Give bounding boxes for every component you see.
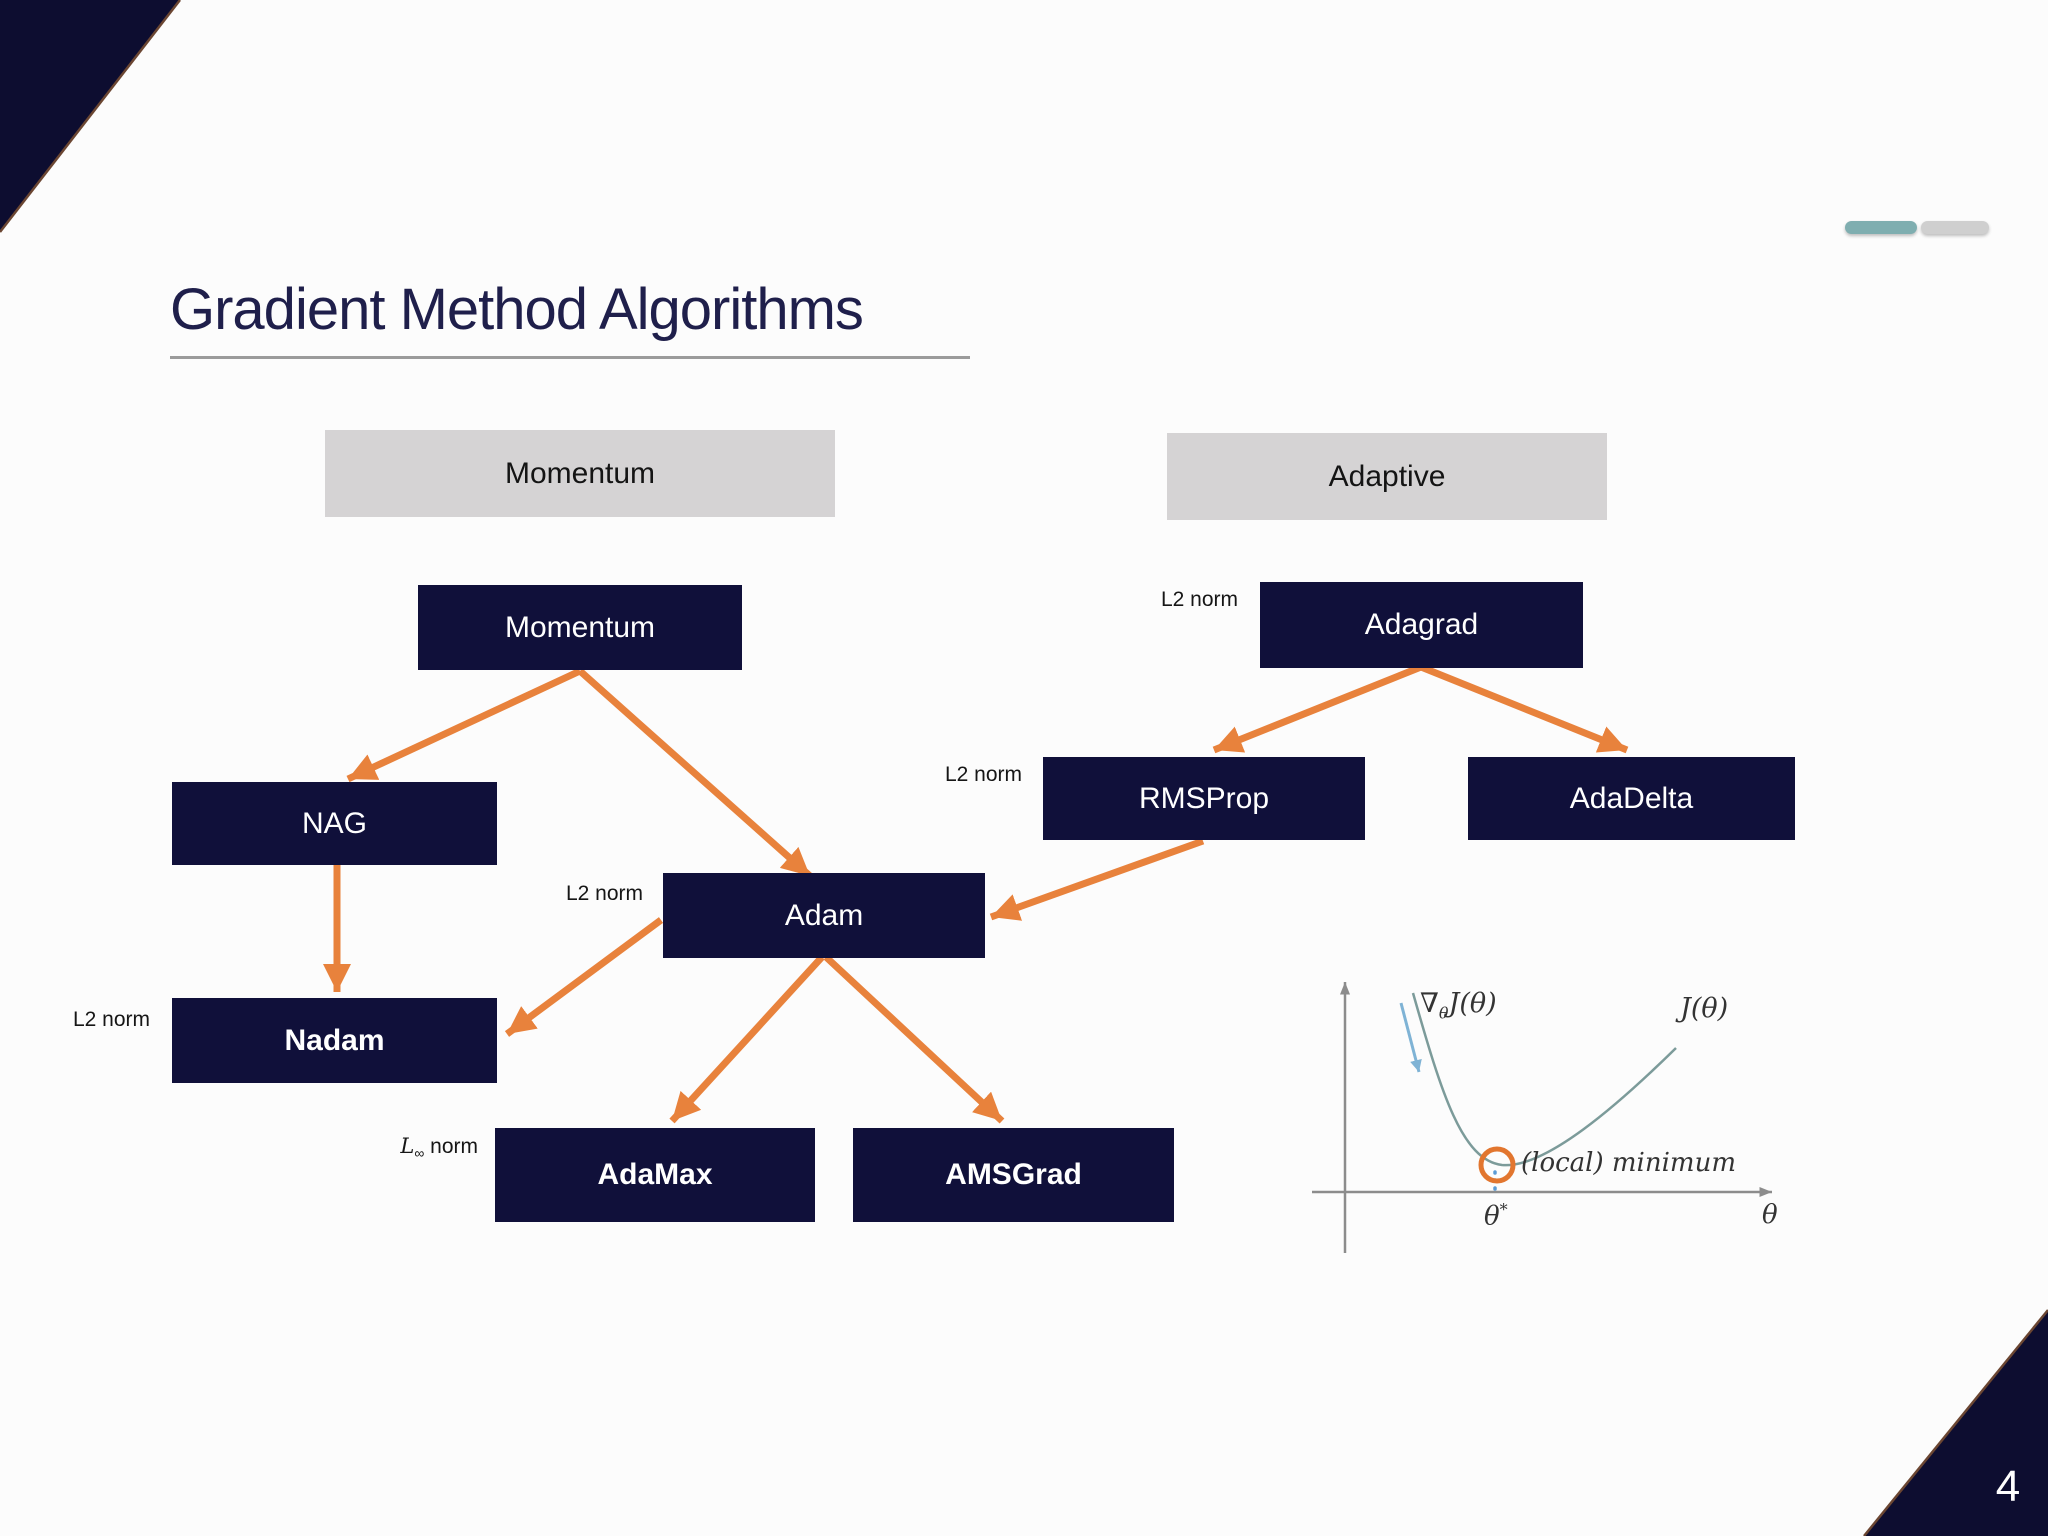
page-title: Gradient Method Algorithms xyxy=(170,277,864,342)
theta-star-base: θ xyxy=(1484,1201,1500,1232)
group-header-momentum: Momentum xyxy=(325,430,835,517)
norm-label-rmsprop: L2 norm xyxy=(944,763,1022,786)
nabla-symbol: ∇ xyxy=(1420,988,1439,1019)
node-rmsprop: RMSProp xyxy=(1043,757,1365,840)
node-adamax: AdaMax xyxy=(495,1128,815,1222)
edge-adagrad-to-rmsprop xyxy=(1212,663,1423,754)
gradient-label: ∇θJ(θ) xyxy=(1420,988,1497,1022)
linf-subscript: ∞ xyxy=(414,1145,425,1162)
node-amsgrad: AMSGrad xyxy=(853,1128,1174,1222)
node-nag: NAG xyxy=(172,782,497,865)
local-minimum-marker-icon xyxy=(1478,1146,1516,1184)
progress-segment-active xyxy=(1845,221,1917,234)
edge-adam-to-adamax xyxy=(669,954,825,1124)
top-left-triangle-icon xyxy=(0,0,180,232)
norm-label-adam: L2 norm xyxy=(565,882,643,905)
edge-adagrad-to-adadelta xyxy=(1419,663,1629,754)
linf-letter: L xyxy=(400,1134,415,1158)
norm-label-nadam: L2 norm xyxy=(72,1008,150,1031)
page-number: 4 xyxy=(1995,1462,2021,1511)
gradient-subscript: θ xyxy=(1438,1003,1449,1023)
edge-momentum-to-nag xyxy=(346,667,582,783)
theta-star-label: θ* xyxy=(1484,1200,1508,1232)
node-momentum: Momentum xyxy=(418,585,742,670)
norm-label-adamax: L∞ norm xyxy=(368,1134,478,1161)
node-adadelta: AdaDelta xyxy=(1468,757,1795,840)
norm-label-adagrad: L2 norm xyxy=(1160,588,1238,611)
gradient-function: J(θ) xyxy=(1448,988,1497,1019)
node-adagrad: Adagrad xyxy=(1260,582,1583,668)
local-minimum-label: (local) minimum xyxy=(1521,1148,1736,1178)
theta-axis-label: θ xyxy=(1762,1200,1778,1230)
group-header-adaptive: Adaptive xyxy=(1167,433,1607,520)
gradient-descent-arrow-icon xyxy=(1399,1002,1422,1073)
edge-rmsprop-to-adam xyxy=(989,837,1205,921)
top-left-triangle-edge xyxy=(0,0,181,233)
edge-momentum-to-adam xyxy=(577,668,813,879)
edge-adam-to-amsgrad xyxy=(823,954,1005,1124)
progress-segment-inactive xyxy=(1921,221,1989,234)
node-adam: Adam xyxy=(663,873,985,958)
function-label: J(θ) xyxy=(1680,993,1729,1024)
theta-star-superscript: * xyxy=(1499,1200,1508,1219)
node-nadam: Nadam xyxy=(172,998,497,1083)
linf-text: norm xyxy=(424,1135,478,1158)
edge-adam-to-nadam xyxy=(504,917,664,1037)
title-underline xyxy=(170,356,970,359)
